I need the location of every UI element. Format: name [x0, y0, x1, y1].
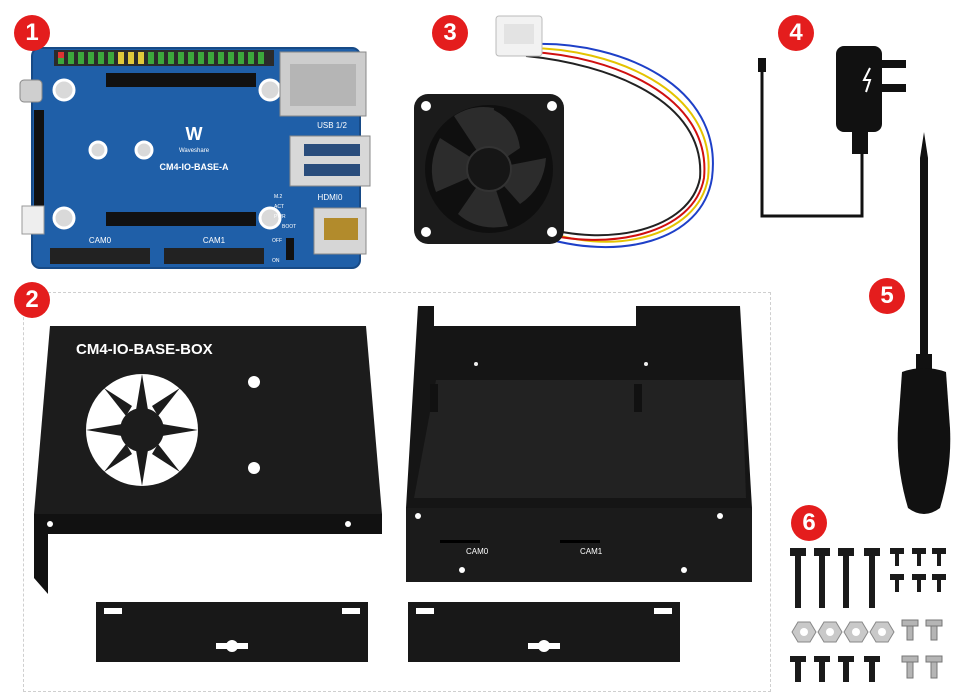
screwdriver-icon: [897, 132, 951, 514]
item-number-badge: 1: [14, 15, 50, 51]
lid-text: CM4-IO-BASE-BOX: [76, 341, 213, 358]
cam1-label: CAM1: [580, 547, 603, 556]
led-label: PWR: [274, 214, 286, 220]
item-number-badge: 6: [791, 505, 827, 541]
switch-label: OFF: [272, 238, 282, 244]
screw-icon: [790, 548, 946, 682]
case-lid: CM4-IO-BASE-BOX: [34, 326, 382, 594]
led-label: ACT: [274, 204, 284, 210]
cam0-label: CAM0: [89, 236, 112, 245]
power-adapter-icon: [758, 46, 906, 218]
waveshare-logo: W: [186, 124, 203, 144]
item-number-badge: 5: [869, 278, 905, 314]
brand-label: Waveshare: [179, 148, 210, 154]
cam1-label: CAM1: [203, 236, 226, 245]
item-number-badge: 2: [14, 282, 50, 318]
board-name: CM4-IO-BASE-A: [160, 162, 229, 172]
item-number-badge: 4: [778, 15, 814, 51]
usb-label: USB 1/2: [317, 121, 347, 130]
hdmi-label: HDMI0: [318, 193, 343, 202]
fan-icon: [414, 15, 714, 248]
mounting-bracket-right: [408, 602, 680, 662]
led-label: BOOT: [282, 224, 296, 230]
cm4-io-base-board: W Waveshare CM4-IO-BASE-A USB 1/2 HDMI0 …: [19, 47, 371, 269]
case-body: CAM0 CAM1: [406, 306, 752, 582]
cam0-label: CAM0: [466, 547, 489, 556]
led-label: M.2: [274, 194, 283, 200]
mounting-bracket-left: [96, 602, 368, 662]
switch-label: ON: [272, 258, 280, 264]
case-parts-frame: [23, 292, 771, 692]
screws-and-nuts: [790, 548, 946, 682]
item-number-badge: 3: [432, 15, 468, 51]
